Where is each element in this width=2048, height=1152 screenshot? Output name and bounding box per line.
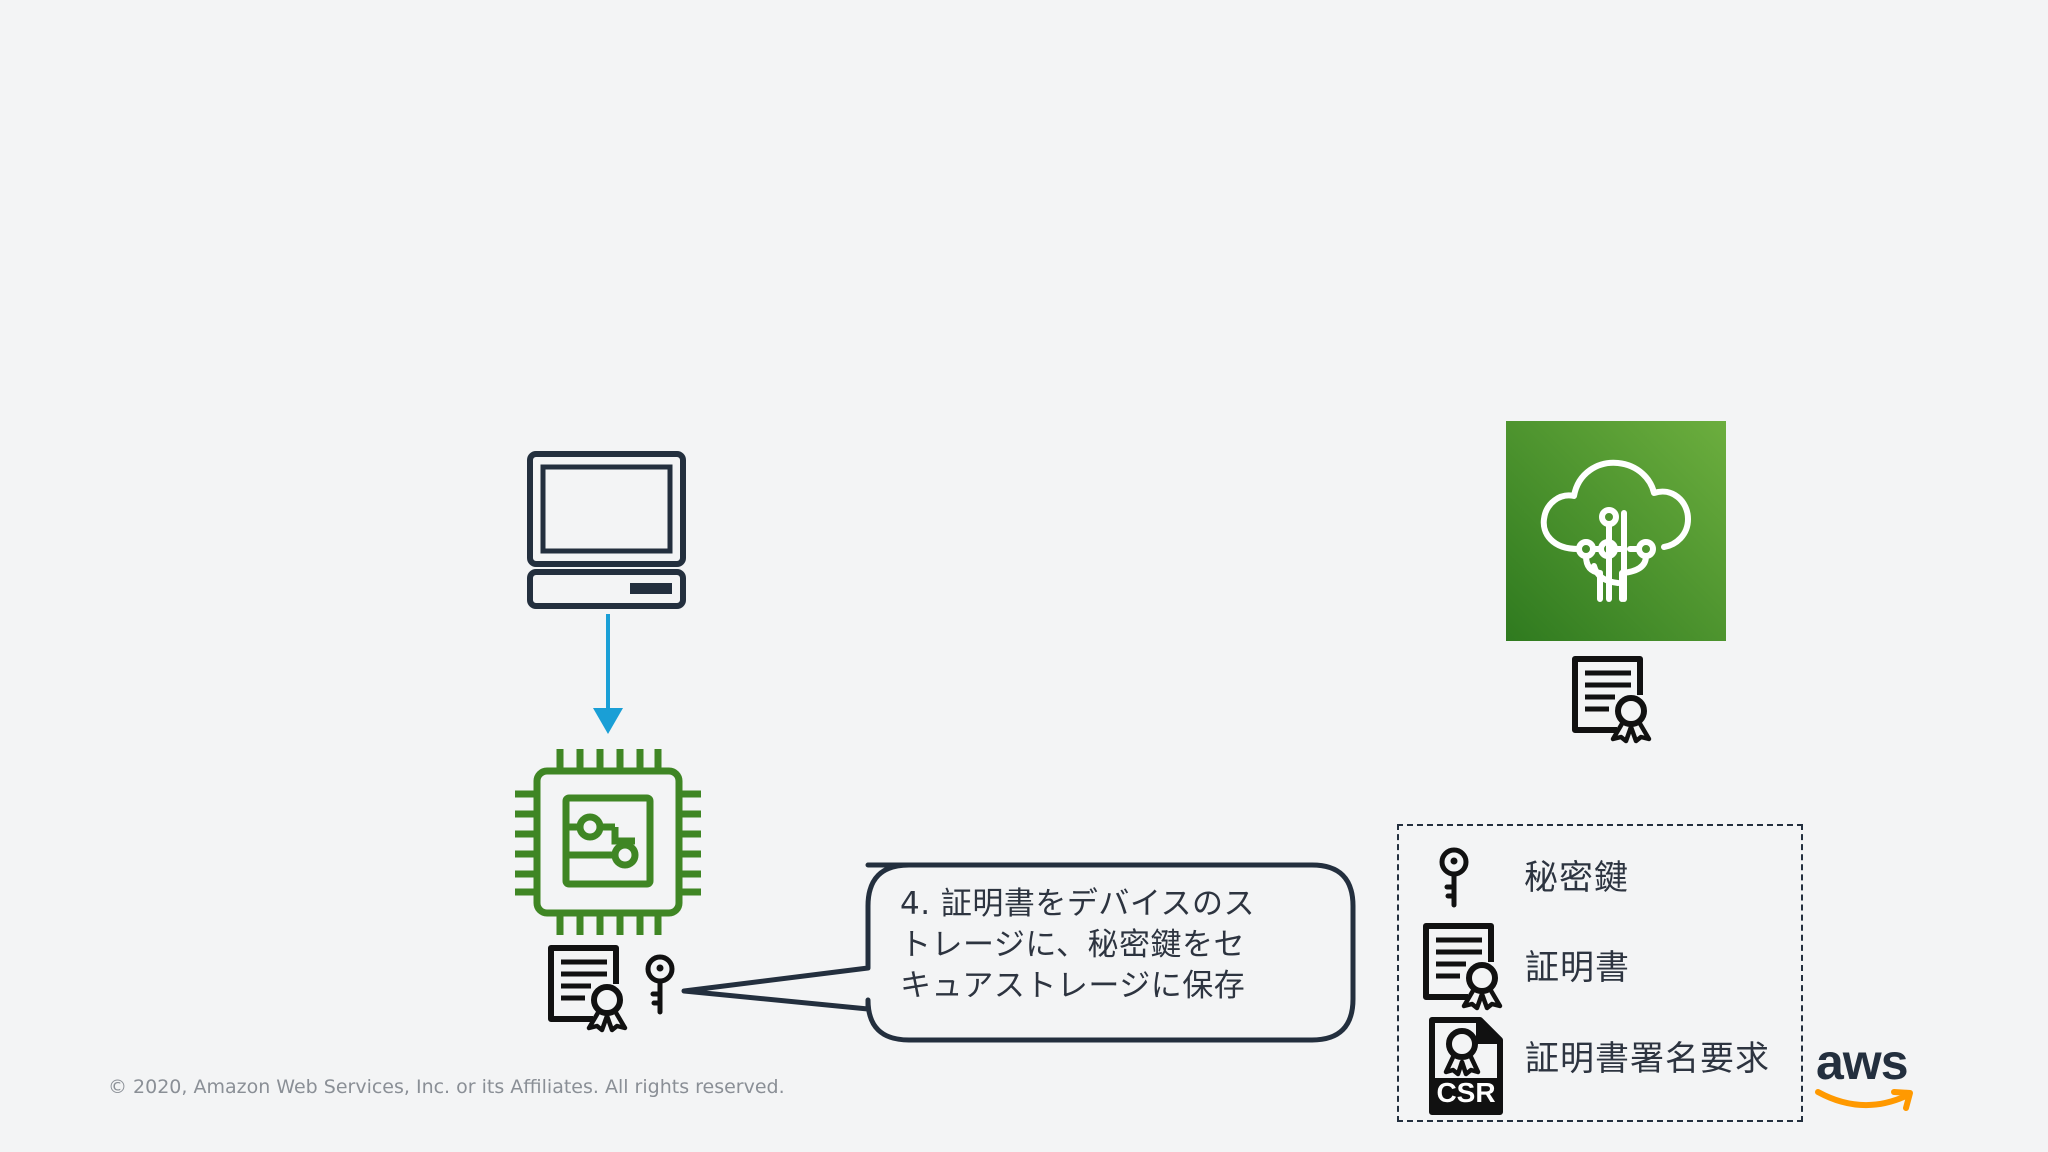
down-arrow-icon bbox=[593, 614, 623, 734]
csr-badge-text: CSR bbox=[1436, 1077, 1496, 1108]
legend-box bbox=[1397, 824, 1803, 1122]
legend-csr-icon bbox=[1429, 1017, 1503, 1115]
legend-label-certificate: 証明書 bbox=[1525, 948, 1630, 988]
iot-core-icon bbox=[1506, 421, 1726, 641]
aws-logo-text: aws bbox=[1816, 1034, 1909, 1090]
callout-line-1: 4. 証明書をデバイスのス bbox=[900, 886, 1256, 922]
callout-line-3: キュアストレージに保存 bbox=[900, 968, 1246, 1004]
legend-key-icon bbox=[1439, 847, 1469, 908]
certificate-icon bbox=[1572, 656, 1652, 744]
aws-smile-icon bbox=[1815, 1089, 1913, 1111]
legend-label-private-key: 秘密鍵 bbox=[1524, 858, 1629, 898]
certificate-icon bbox=[548, 945, 628, 1033]
callout-text: 4. 証明書をデバイスのス トレージに、秘密鍵をセ キュアストレージに保存 bbox=[900, 884, 1325, 1007]
key-icon bbox=[645, 954, 675, 1015]
laptop-icon bbox=[527, 451, 686, 609]
callout-line-2: トレージに、秘密鍵をセ bbox=[900, 927, 1245, 963]
callout-bubble bbox=[681, 862, 1356, 1043]
microcontroller-chip-icon bbox=[515, 749, 701, 935]
legend-label-csr: 証明書署名要求 bbox=[1525, 1039, 1770, 1079]
copyright-text: © 2020, Amazon Web Services, Inc. or its… bbox=[108, 1076, 785, 1098]
legend-certificate-icon bbox=[1423, 923, 1503, 1011]
